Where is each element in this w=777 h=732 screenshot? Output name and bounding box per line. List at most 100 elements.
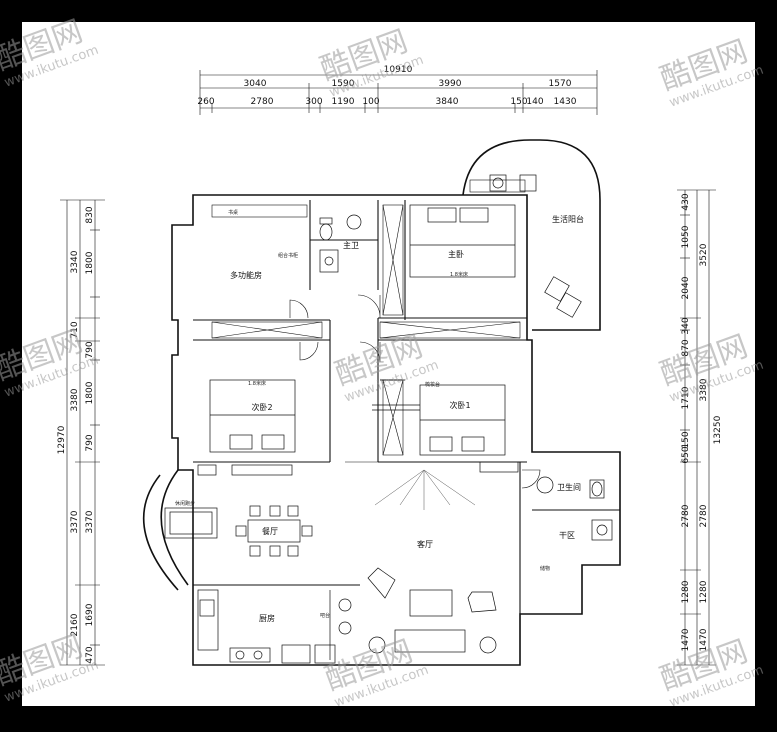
dim-top-2: 1590 xyxy=(332,79,355,89)
dim-left-inner-4: 1800 xyxy=(85,381,95,404)
dim-top-row2-2: 2780 xyxy=(251,97,274,107)
dim-left-outer-2: 710 xyxy=(70,321,80,338)
dim-top-row2-9: 1430 xyxy=(554,97,577,107)
dim-top-4: 1570 xyxy=(549,79,572,89)
dining-table xyxy=(247,519,301,543)
doors xyxy=(289,294,541,489)
dim-right-inner-4: 340 xyxy=(681,317,691,334)
dim-top-row2-4: 1190 xyxy=(332,97,355,107)
living-ridge-lines xyxy=(374,469,476,510)
dim-right-outer-1: 3520 xyxy=(699,243,709,266)
label-bed-2: 1.8米床 xyxy=(248,380,266,387)
dry-area-basin xyxy=(591,519,613,541)
treadmill xyxy=(164,507,218,539)
dim-right-outer-2: 3380 xyxy=(699,378,709,401)
label-desk: 书桌 xyxy=(228,209,238,216)
dim-left-inner-3: 790 xyxy=(85,341,95,358)
exterior-walls xyxy=(142,139,621,666)
room-labels: 多功能房 主卫 主卧 生活阳台 次卧2 次卧1 卫生间 干区 餐厅 客厅 厨房 xyxy=(230,214,584,623)
label-treadmill: 休闲跑步 xyxy=(175,500,195,507)
dim-left-inner-2: 1800 xyxy=(85,251,95,274)
bath-shower xyxy=(536,476,554,494)
room-dry-area: 干区 xyxy=(559,531,575,540)
room-dining: 餐厅 xyxy=(262,527,278,536)
dimension-lines xyxy=(60,70,716,666)
room-master-bath: 主卫 xyxy=(343,240,359,250)
room-master-bedroom: 主卧 xyxy=(448,249,464,259)
dim-top-row2-1: 260 xyxy=(197,97,214,107)
dim-left-outer-4: 3370 xyxy=(70,510,80,533)
dim-right-inner-11: 1470 xyxy=(681,628,691,651)
sofa xyxy=(394,629,466,653)
dim-top-total: 10910 xyxy=(384,65,413,75)
dim-right-outer-4: 1280 xyxy=(699,580,709,603)
dimension-labels: 10910 3040 1590 3990 1570 260 2780 300 1… xyxy=(57,65,723,664)
bar-stool xyxy=(338,598,352,612)
beds xyxy=(209,204,516,456)
label-cabinet: 储物 xyxy=(540,565,550,572)
dim-left-outer-1: 3340 xyxy=(70,250,80,273)
coffee-table xyxy=(409,589,453,617)
dim-left-outer-5: 2160 xyxy=(70,613,80,636)
room-balcony: 生活阳台 xyxy=(552,214,584,224)
dim-right-inner-10: 1280 xyxy=(681,580,691,603)
bedroom2-bed xyxy=(209,379,296,453)
master-bed xyxy=(409,204,516,278)
dim-right-inner-2: 1050 xyxy=(681,225,691,248)
dim-right-total: 13250 xyxy=(713,415,723,444)
room-bedroom2: 次卧2 xyxy=(251,402,272,412)
dim-right-inner-8: 650 xyxy=(681,446,691,463)
bar-stool xyxy=(338,621,352,635)
balcony-sink xyxy=(519,174,537,192)
dim-left-total: 12970 xyxy=(57,425,67,454)
master-basin xyxy=(319,249,339,273)
washing-machine xyxy=(489,174,507,192)
armchair-left xyxy=(367,567,396,599)
dim-top-row2-3: 300 xyxy=(305,97,322,107)
room-kitchen: 厨房 xyxy=(259,613,275,623)
dim-right-inner-9: 2780 xyxy=(681,504,691,527)
label-bookcase: 组合书柜 xyxy=(278,252,298,259)
dim-left-inner-5: 790 xyxy=(85,434,95,451)
room-bathroom: 卫生间 xyxy=(557,482,581,492)
dim-left-inner-7: 1690 xyxy=(85,603,95,626)
watermarks: 酷图网 www.ikutu.com 酷图网 www.ikutu.com 酷图网 … xyxy=(0,14,766,711)
dim-top-row2-7: 150 xyxy=(510,97,527,107)
dim-left-inner-1: 830 xyxy=(85,206,95,223)
dim-top-row2-5: 100 xyxy=(362,97,379,107)
room-study: 多功能房 xyxy=(230,270,262,280)
dim-right-outer-5: 1470 xyxy=(699,628,709,651)
window-sill xyxy=(372,404,420,411)
furniture xyxy=(164,276,582,654)
dim-left-outer-3: 3380 xyxy=(70,388,80,411)
dim-right-inner-5: 870 xyxy=(681,339,691,356)
dim-top-3: 3990 xyxy=(439,79,462,89)
master-toilet xyxy=(319,223,333,241)
armchair-right xyxy=(467,591,497,613)
dim-right-inner-7: 150 xyxy=(681,431,691,448)
stove xyxy=(229,647,271,663)
dim-top-row2-8: 140 xyxy=(526,97,543,107)
dim-right-inner-6: 1710 xyxy=(681,386,691,409)
label-tv-cabinet: 梳妆台 xyxy=(425,381,440,388)
fixtures xyxy=(319,174,613,541)
room-living: 客厅 xyxy=(417,539,433,549)
fridge xyxy=(281,644,311,664)
kitchen-counters xyxy=(197,589,336,664)
dim-left-inner-6: 3370 xyxy=(85,510,95,533)
dim-right-outer-3: 2780 xyxy=(699,504,709,527)
dim-top-row2-6: 3840 xyxy=(436,97,459,107)
wardrobes xyxy=(211,179,526,456)
dim-left-inner-8: 470 xyxy=(85,646,95,663)
furniture-labels: 书桌 组合书柜 1.8米床 1.8米床 梳妆台 吧台 休闲跑步 储物 xyxy=(175,209,550,619)
dim-right-inner-1: 430 xyxy=(681,193,691,210)
label-bar: 吧台 xyxy=(320,612,330,619)
tv-stand xyxy=(231,464,293,476)
dim-right-inner-3: 2040 xyxy=(681,276,691,299)
dim-top-1: 3040 xyxy=(244,79,267,89)
interior-walls xyxy=(193,200,620,614)
room-bedroom1: 次卧1 xyxy=(449,400,470,410)
kitchen-sink xyxy=(199,599,215,617)
